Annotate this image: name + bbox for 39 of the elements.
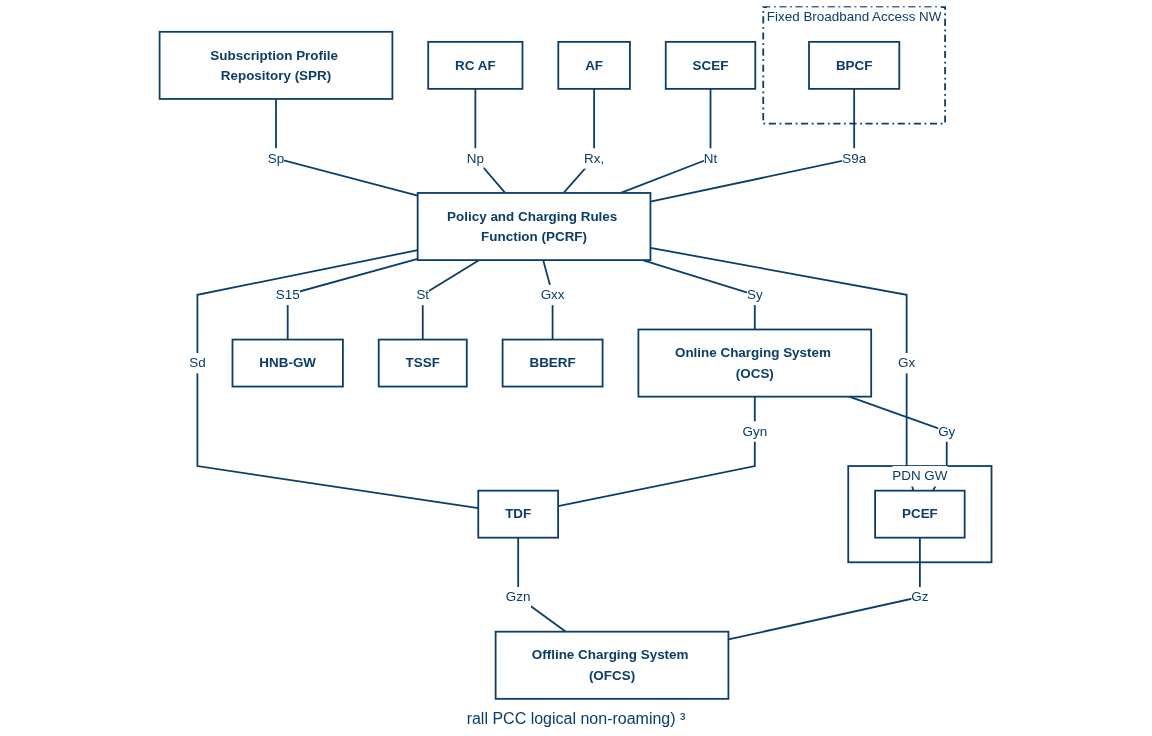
node-box: TSSF <box>378 338 469 388</box>
node-box: Policy and Charging Rules Function (PCRF) <box>417 192 652 261</box>
connector <box>650 246 915 492</box>
connector <box>650 87 856 203</box>
connector <box>563 87 596 194</box>
connector <box>474 87 507 194</box>
edge-label: Gz <box>911 588 929 604</box>
connector <box>196 249 480 510</box>
node-box: Offline Charging System (OFCS) <box>495 630 730 700</box>
connector <box>287 257 419 341</box>
edge-label: Gy <box>938 423 956 439</box>
edge-label: Nt <box>704 149 718 166</box>
node-box: SCEF <box>665 40 757 90</box>
node-box: BPCF <box>808 40 901 90</box>
edge-label: Np <box>467 149 485 166</box>
node-box: HNB-GW <box>232 338 345 388</box>
connector <box>275 98 419 197</box>
edge-label: Rx, <box>584 149 605 166</box>
node-box: PCEF <box>874 489 966 539</box>
edge-label: Gzn <box>506 588 531 604</box>
edge-label: St <box>416 286 430 302</box>
edge-label: Gxx <box>541 286 565 302</box>
connector <box>620 87 712 194</box>
node-box: BBERF <box>502 338 604 388</box>
edge-label: Gyn <box>742 423 768 439</box>
node-box: Subscription Profile Repository (SPR) <box>159 30 394 100</box>
node-box: Online Charging System (OCS) <box>637 328 873 398</box>
edge-label: S15 <box>276 286 301 302</box>
edge-label: Sd <box>189 354 207 371</box>
node-box: RC AF <box>427 40 524 90</box>
connector <box>542 259 554 341</box>
caption: rall PCC logical non-roaming) ³ <box>466 709 686 729</box>
edge-label: S9a <box>842 149 867 166</box>
edge-label: Sy <box>747 286 764 302</box>
node-box: TDF <box>477 489 560 539</box>
edge-label: Sp <box>268 149 285 166</box>
connector <box>422 259 481 341</box>
node-box: AF <box>557 40 632 90</box>
edge-label: Gx <box>898 354 916 371</box>
